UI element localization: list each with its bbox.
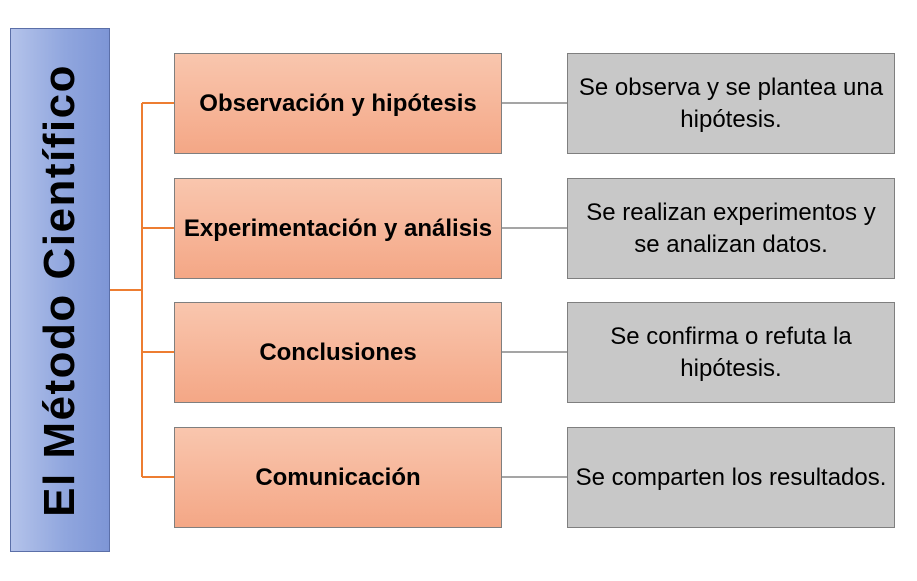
- step-node-conclusiones: Conclusiones: [174, 302, 502, 403]
- description-node-comunicacion: Se comparten los resultados.: [567, 427, 895, 528]
- step-label: Observación y hipótesis: [199, 89, 477, 117]
- step-label: Comunicación: [255, 463, 421, 491]
- description-node-conclusiones: Se confirma o refuta la hipótesis.: [567, 302, 895, 403]
- description-text: Se observa y se plantea una hipótesis.: [578, 74, 884, 133]
- root-node: El Método Científico: [10, 28, 110, 552]
- step-node-experimentacion: Experimentación y análisis: [174, 178, 502, 279]
- description-text: Se realizan experimentos y se analizan d…: [586, 199, 876, 258]
- root-label: El Método Científico: [35, 63, 84, 517]
- step-label: Conclusiones: [259, 338, 417, 366]
- description-text: Se comparten los resultados.: [575, 463, 887, 491]
- description-node-experimentacion: Se realizan experimentos y se analizan d…: [567, 178, 895, 279]
- step-label: Experimentación y análisis: [183, 214, 493, 242]
- step-node-comunicacion: Comunicación: [174, 427, 502, 528]
- description-node-observacion: Se observa y se plantea una hipótesis.: [567, 53, 895, 154]
- description-text: Se confirma o refuta la hipótesis.: [610, 323, 852, 382]
- step-node-observacion: Observación y hipótesis: [174, 53, 502, 154]
